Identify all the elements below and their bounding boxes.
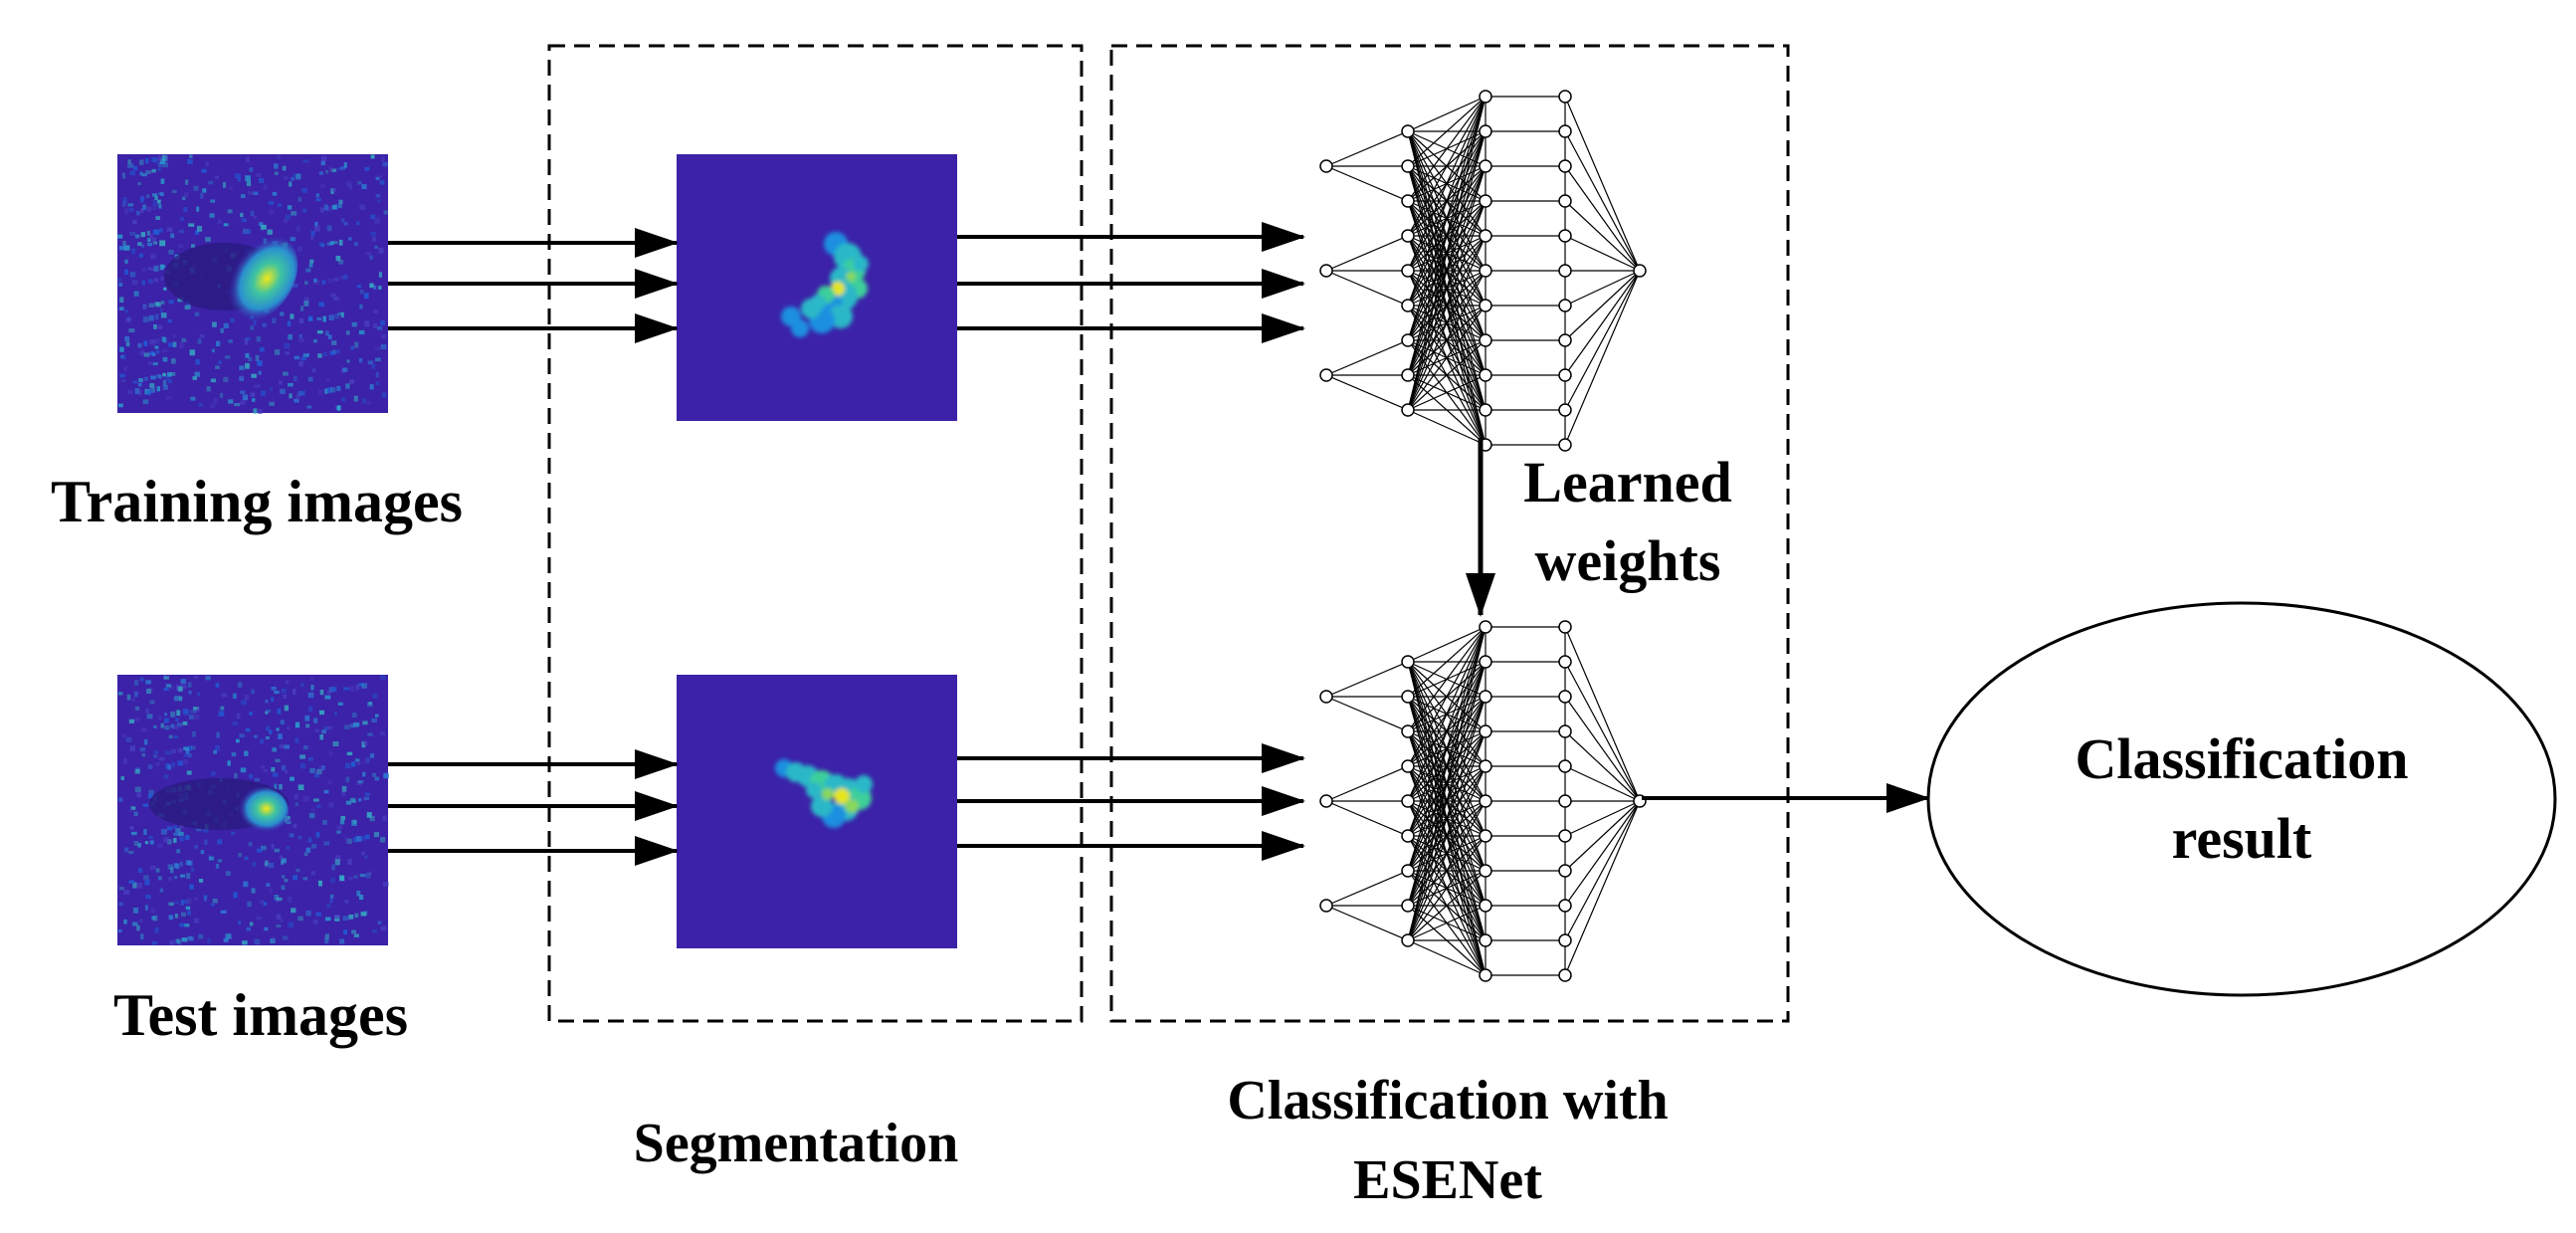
classification-box: [1109, 44, 1790, 1023]
network-node: [1479, 368, 1492, 382]
network-node: [1401, 194, 1415, 208]
network-node: [1319, 264, 1333, 278]
network-node: [1401, 655, 1415, 669]
network-node: [1558, 333, 1572, 347]
learned-weights-line1: Learned: [1523, 450, 1731, 514]
network-node: [1401, 864, 1415, 878]
network-node: [1558, 864, 1572, 878]
network-node: [1401, 333, 1415, 347]
test-image: [117, 675, 389, 945]
segmentation-label: Segmentation: [634, 1113, 959, 1174]
network-node: [1479, 864, 1492, 878]
network-node: [1479, 264, 1492, 278]
network-node: [1479, 794, 1492, 808]
network-node: [1479, 724, 1492, 738]
network-node: [1558, 368, 1572, 382]
test-images-label: Test images: [113, 982, 408, 1048]
network-node: [1479, 403, 1492, 417]
network-node: [1558, 264, 1572, 278]
network-node: [1558, 899, 1572, 913]
network-node: [1401, 159, 1415, 173]
network-test: [1319, 620, 1647, 982]
network-node: [1558, 403, 1572, 417]
network-node: [1319, 690, 1333, 704]
network-node: [1479, 690, 1492, 704]
network-node: [1558, 299, 1572, 312]
network-node: [1558, 724, 1572, 738]
network-node: [1479, 194, 1492, 208]
network-node: [1479, 299, 1492, 312]
network-node: [1319, 368, 1333, 382]
training-images-label: Training images: [51, 469, 463, 534]
network-node: [1479, 124, 1492, 138]
segmentation-box: [547, 44, 1084, 1023]
network-node: [1558, 968, 1572, 982]
network-node: [1558, 194, 1572, 208]
arrows-seg-to-net-test: [957, 743, 1305, 861]
classification-result-ellipse: [1926, 601, 2557, 997]
network-connections: [1325, 96, 1641, 446]
network-node: [1479, 90, 1492, 103]
network-node: [1558, 933, 1572, 947]
network-node: [1479, 899, 1492, 913]
network-node: [1633, 264, 1647, 278]
arrows-seg-to-net-train: [957, 222, 1305, 343]
result-label-line1: Classification: [2075, 726, 2408, 791]
network-node: [1401, 759, 1415, 773]
network-node: [1479, 620, 1492, 634]
network-connections: [1325, 626, 1641, 976]
result-label-line2: result: [2172, 806, 2312, 871]
network-node: [1319, 899, 1333, 913]
network-node: [1558, 124, 1572, 138]
arrows-train-to-seg: [388, 228, 679, 343]
network-node: [1558, 229, 1572, 243]
network-node: [1401, 899, 1415, 913]
network-node: [1558, 829, 1572, 843]
network-node: [1558, 759, 1572, 773]
network-training: [1319, 90, 1647, 452]
network-node: [1558, 159, 1572, 173]
network-node: [1479, 333, 1492, 347]
test-segmented-image: [677, 675, 957, 948]
network-node: [1479, 933, 1492, 947]
network-node: [1401, 794, 1415, 808]
classification-label-line2: ESENet: [1353, 1149, 1542, 1211]
network-node: [1558, 90, 1572, 103]
network-node: [1401, 264, 1415, 278]
training-image: [117, 154, 388, 414]
learned-weights-line2: weights: [1535, 528, 1721, 593]
network-node: [1479, 968, 1492, 982]
arrows-test-to-seg: [388, 749, 679, 866]
network-node: [1479, 655, 1492, 669]
network-node: [1401, 299, 1415, 312]
network-node: [1558, 690, 1572, 704]
network-node: [1558, 438, 1572, 452]
network-node: [1558, 794, 1572, 808]
training-segmented-image: [677, 154, 957, 421]
network-node: [1401, 829, 1415, 843]
network-node: [1401, 724, 1415, 738]
network-node: [1479, 229, 1492, 243]
network-node: [1479, 159, 1492, 173]
network-node: [1479, 829, 1492, 843]
network-node: [1558, 655, 1572, 669]
network-node: [1319, 794, 1333, 808]
network-node: [1401, 368, 1415, 382]
network-node: [1401, 124, 1415, 138]
network-node: [1319, 159, 1333, 173]
network-node: [1401, 229, 1415, 243]
network-node: [1479, 759, 1492, 773]
network-node: [1401, 690, 1415, 704]
network-node: [1558, 620, 1572, 634]
network-node: [1401, 933, 1415, 947]
classification-label-line1: Classification with: [1227, 1070, 1668, 1131]
network-node: [1401, 403, 1415, 417]
